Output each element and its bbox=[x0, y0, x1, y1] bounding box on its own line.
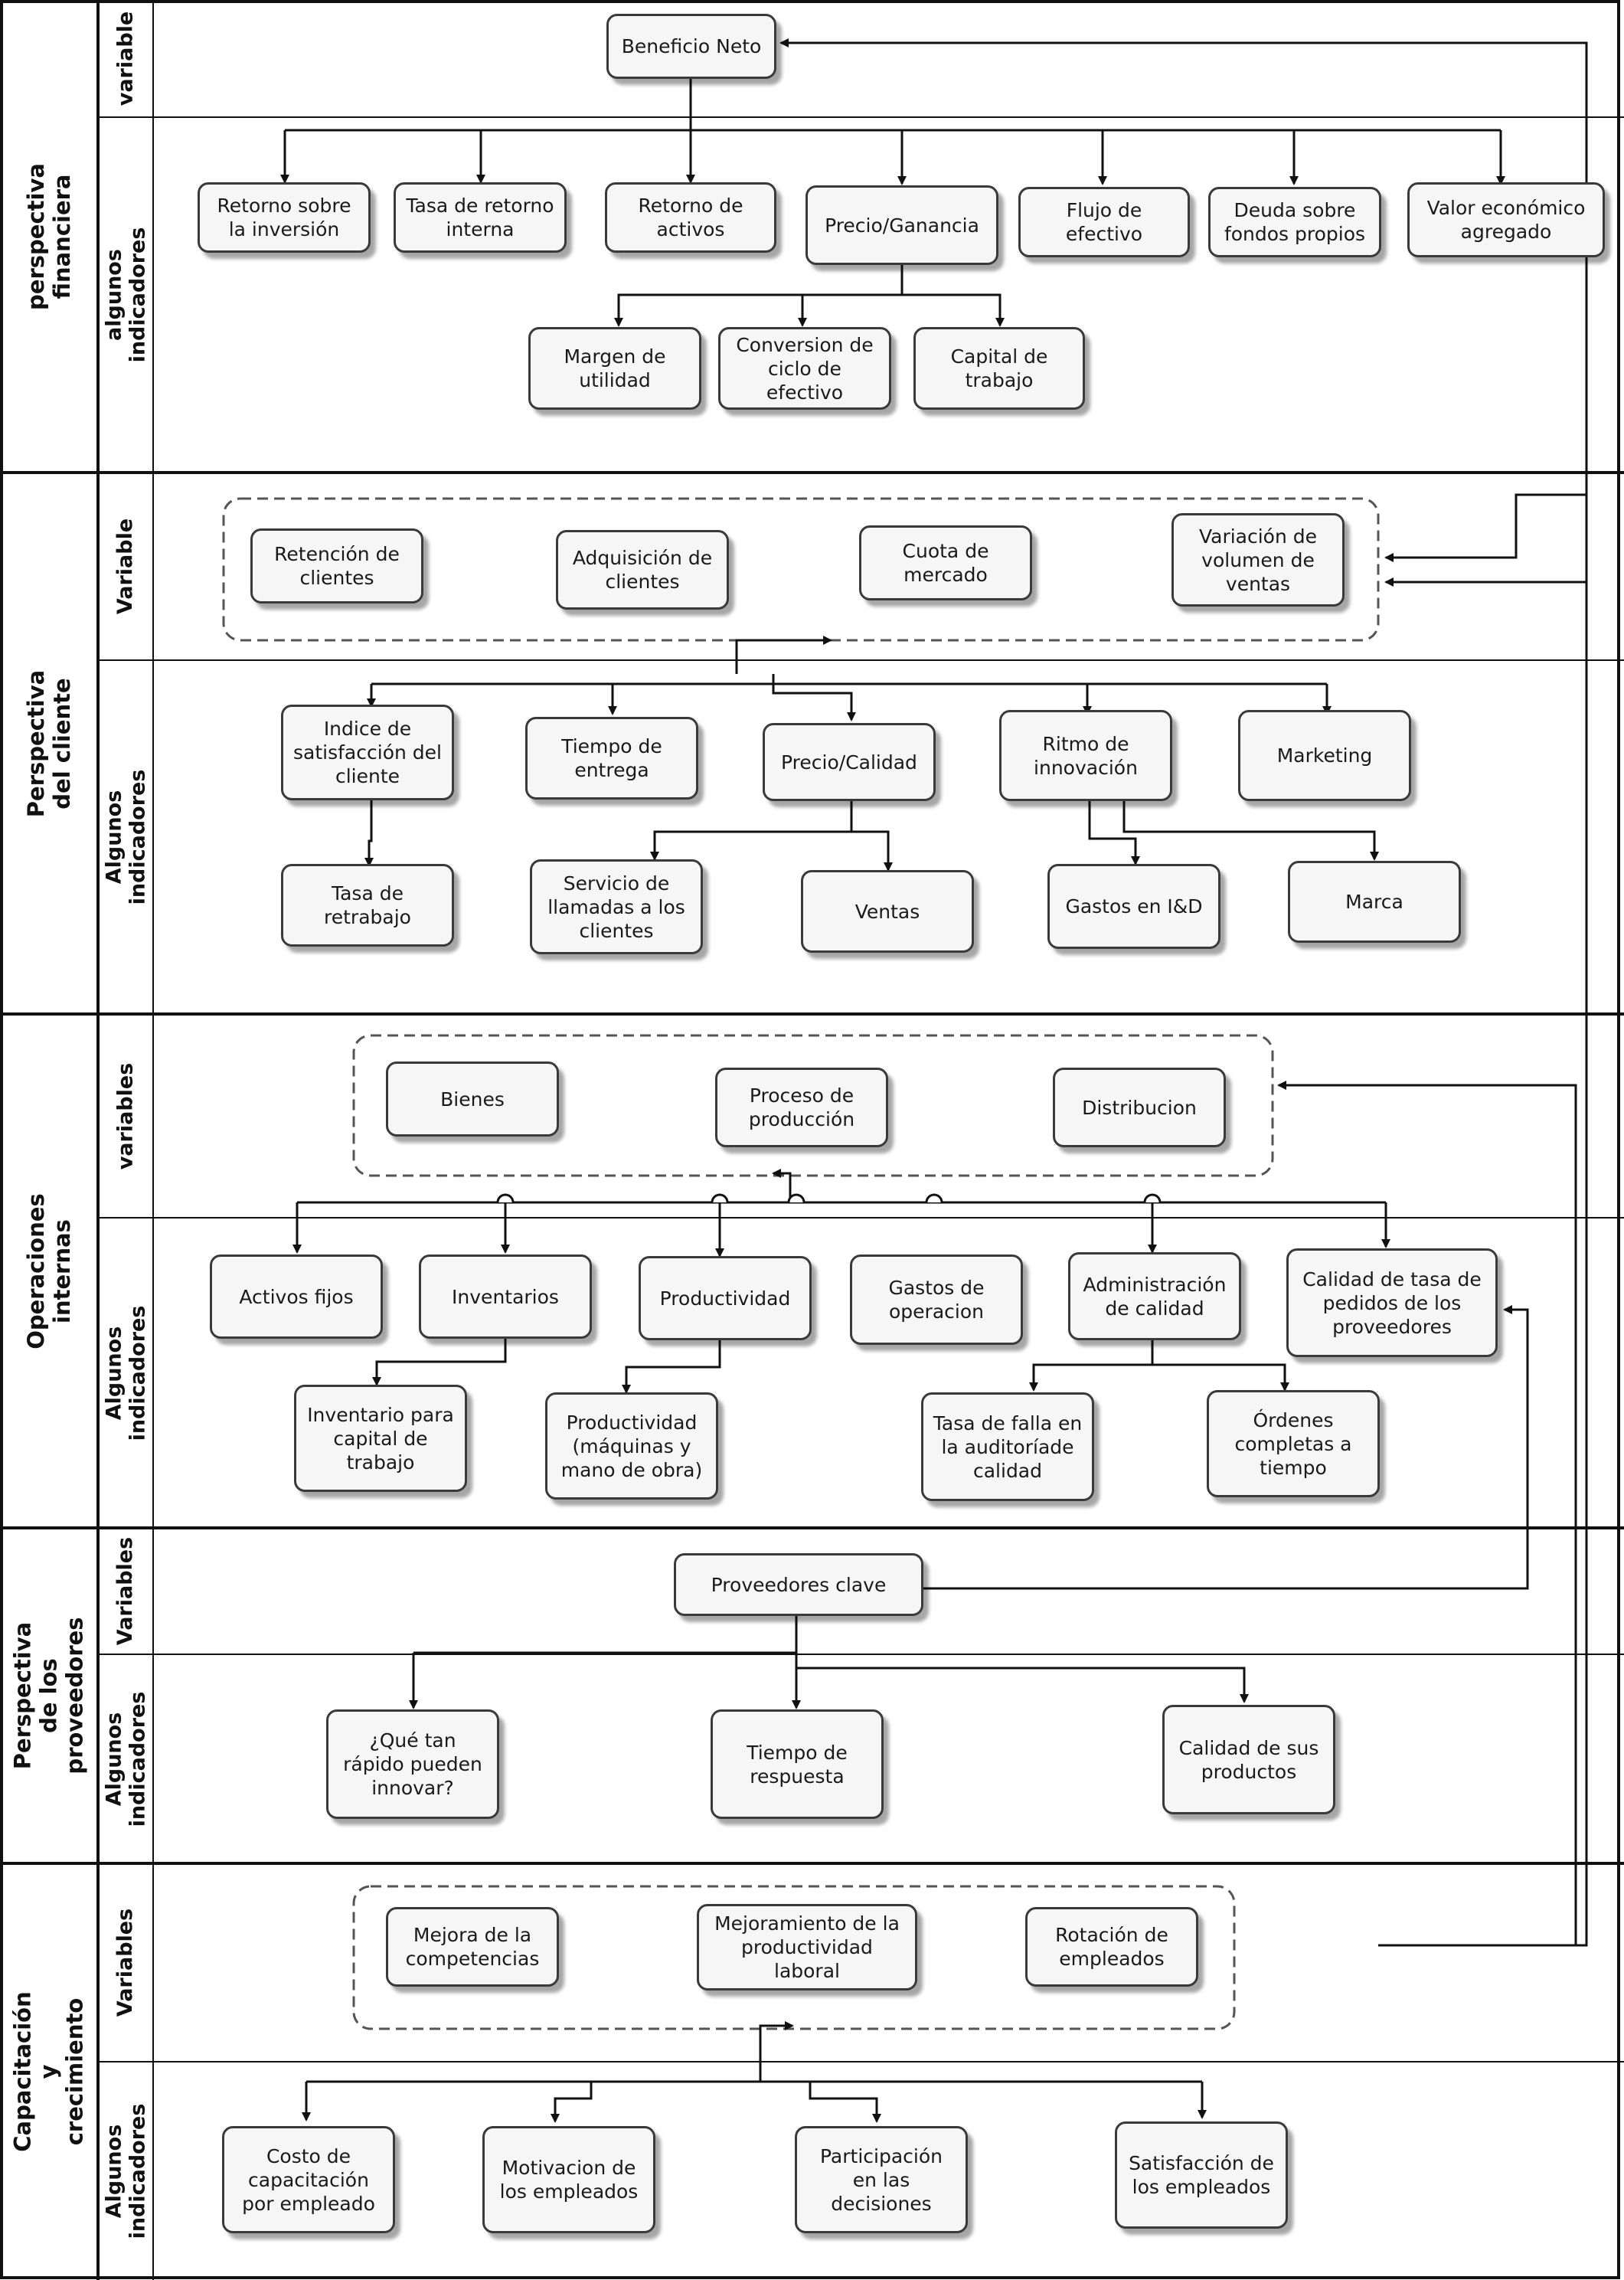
row-label-variable: Variables bbox=[98, 1863, 153, 2062]
node-costo-capacitacion: Costo de capacitación por empleado bbox=[222, 2126, 395, 2233]
row-label-text: Algunos indicadores bbox=[102, 769, 150, 905]
section-label-text: Perspectiva de los proveedores bbox=[10, 1617, 89, 1775]
section-label-text: perspectiva financiera bbox=[23, 162, 76, 310]
node-flujo-efectivo: Flujo de efectivo bbox=[1018, 187, 1190, 257]
node-conversion-ciclo: Conversion de ciclo de efectivo bbox=[718, 327, 891, 410]
node-retorno-inversion: Retorno sobre la inversión bbox=[198, 182, 371, 253]
row-label-indicadores: Algunos indicadores bbox=[98, 660, 153, 1014]
node-valor-economico: Valor económico agregado bbox=[1407, 182, 1605, 257]
node-mejoramiento-productividad: Mejoramiento de la productividad laboral bbox=[697, 1904, 917, 1991]
node-que-tan-rapido: ¿Qué tan rápido pueden innovar? bbox=[326, 1709, 499, 1819]
node-retorno-activos: Retorno de activos bbox=[605, 182, 776, 253]
node-tasa-retorno-interna: Tasa de retorno interna bbox=[394, 182, 567, 253]
row-label-indicadores: Algunos indicadores bbox=[98, 2062, 153, 2280]
section-label-financiera: perspectiva financiera bbox=[0, 0, 98, 473]
row-label-variable: variable bbox=[98, 0, 153, 117]
node-tiempo-entrega: Tiempo de entrega bbox=[525, 717, 698, 800]
section-label-proveedores: Perspectiva de los proveedores bbox=[0, 1528, 98, 1863]
row-label-text: variable bbox=[113, 11, 138, 106]
row-label-indicadores: algunos indicadores bbox=[98, 117, 153, 473]
row-label-text: variables bbox=[113, 1062, 138, 1169]
node-cuota-mercado: Cuota de mercado bbox=[859, 525, 1032, 600]
node-gastos-operacion: Gastos de operacion bbox=[850, 1254, 1023, 1345]
node-inventario-capital: Inventario para capital de trabajo bbox=[294, 1385, 467, 1492]
node-tiempo-respuesta: Tiempo de respuesta bbox=[711, 1709, 884, 1819]
node-variacion-volumen: Variación de volumen de ventas bbox=[1171, 513, 1345, 607]
node-motivacion-empleados: Motivacion de los empleados bbox=[482, 2126, 655, 2233]
node-marketing: Marketing bbox=[1238, 710, 1411, 801]
section-label-text: Perspectiva del cliente bbox=[23, 669, 76, 817]
node-servicio-llamadas: Servicio de llamadas a los clientes bbox=[530, 859, 703, 954]
row-label-text: Algunos indicadores bbox=[102, 1305, 150, 1441]
node-precio-calidad: Precio/Calidad bbox=[763, 723, 936, 801]
node-gastos-id: Gastos en I&D bbox=[1047, 864, 1220, 949]
row-label-text: Variables bbox=[113, 1536, 138, 1646]
section-label-capacitacion: Capacitación y crecimiento bbox=[0, 1863, 98, 2280]
node-tasa-retrabajo: Tasa de retrabajo bbox=[281, 864, 454, 947]
node-mejora-competencias: Mejora de la competencias bbox=[386, 1907, 559, 1987]
node-margen-utilidad: Margen de utilidad bbox=[528, 327, 701, 410]
node-deuda-fondos: Deuda sobre fondos propios bbox=[1208, 187, 1381, 257]
node-rotacion-empleados: Rotación de empleados bbox=[1025, 1907, 1198, 1987]
section-label-cliente: Perspectiva del cliente bbox=[0, 473, 98, 1014]
node-activos-fijos: Activos fijos bbox=[210, 1254, 383, 1339]
node-precio-ganancia: Precio/Ganancia bbox=[805, 185, 998, 265]
node-ventas: Ventas bbox=[801, 870, 974, 953]
node-retencion-clientes: Retención de clientes bbox=[250, 528, 423, 604]
node-beneficio-neto: Beneficio Neto bbox=[606, 14, 776, 79]
node-indice-satisfaccion: Indice de satisfacción del cliente bbox=[281, 705, 454, 800]
row-label-variable: Variables bbox=[98, 1528, 153, 1654]
node-proceso-produccion: Proceso de producción bbox=[715, 1068, 888, 1147]
node-ordenes-completas: Órdenes completas a tiempo bbox=[1207, 1390, 1380, 1497]
node-adquisicion-clientes: Adquisición de clientes bbox=[556, 530, 729, 610]
row-label-variable: Variable bbox=[98, 473, 153, 660]
section-label-text: Operaciones internas bbox=[23, 1192, 75, 1349]
row-label-text: Variable bbox=[113, 518, 138, 615]
node-capital-trabajo: Capital de trabajo bbox=[913, 327, 1085, 410]
node-bienes: Bienes bbox=[386, 1061, 559, 1137]
row-label-text: Variables bbox=[113, 1908, 138, 2017]
section-label-text: Capacitación y crecimiento bbox=[10, 1991, 89, 2152]
node-productividad-maquinas: Productividad (máquinas y mano de obra) bbox=[545, 1392, 718, 1500]
node-marca: Marca bbox=[1288, 861, 1461, 943]
node-inventarios: Inventarios bbox=[419, 1254, 592, 1339]
node-administracion-calidad: Administración de calidad bbox=[1068, 1252, 1241, 1340]
node-calidad-productos: Calidad de sus productos bbox=[1162, 1705, 1335, 1814]
node-satisfaccion-empleados: Satisfacción de los empleados bbox=[1115, 2121, 1288, 2229]
row-label-indicadores: Algunos indicadores bbox=[98, 1654, 153, 1863]
row-label-text: Algunos indicadores bbox=[102, 1691, 150, 1827]
node-distribucion: Distribucion bbox=[1053, 1068, 1226, 1147]
section-label-operaciones: Operaciones internas bbox=[0, 1014, 98, 1528]
node-ritmo-innovacion: Ritmo de innovación bbox=[999, 710, 1172, 801]
node-tasa-falla-auditoria: Tasa de falla en la auditoríade calidad bbox=[921, 1392, 1094, 1501]
row-label-variable: variables bbox=[98, 1014, 153, 1218]
node-calidad-tasa-pedidos: Calidad de tasa de pedidos de los provee… bbox=[1286, 1248, 1498, 1357]
row-label-indicadores: Algunos indicadores bbox=[98, 1218, 153, 1528]
row-label-text: Algunos indicadores bbox=[102, 2103, 150, 2239]
node-participacion-decisiones: Participación en las decisiones bbox=[795, 2126, 968, 2233]
row-label-text: algunos indicadores bbox=[102, 227, 150, 363]
node-productividad: Productividad bbox=[639, 1256, 812, 1340]
node-proveedores-clave: Proveedores clave bbox=[674, 1553, 923, 1616]
